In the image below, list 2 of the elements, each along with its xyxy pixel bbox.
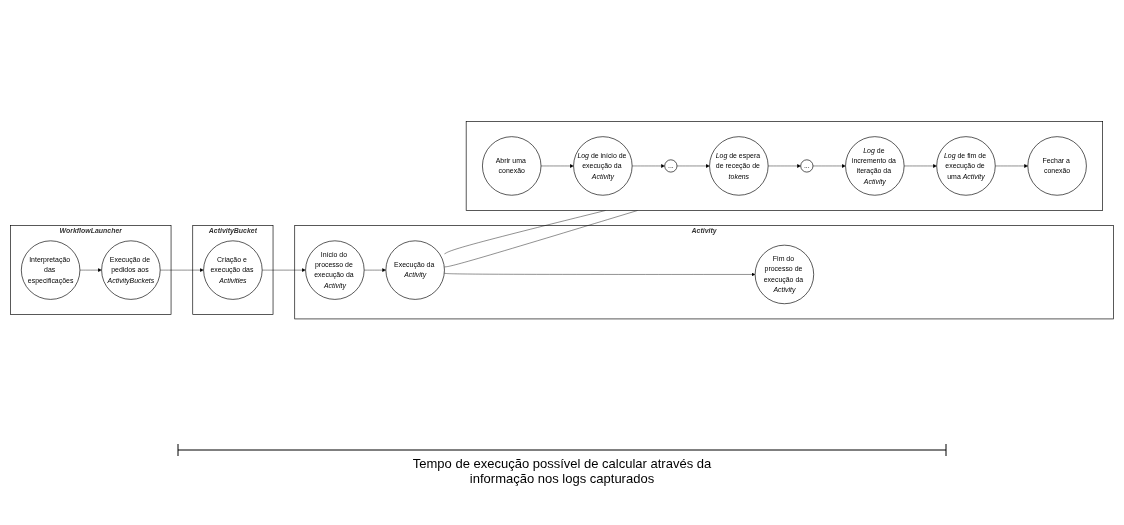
note-text: Tempo de execução possível de calcular através da informação nos logs capturados bbox=[412, 456, 712, 486]
cluster bbox=[465, 120, 1103, 211]
